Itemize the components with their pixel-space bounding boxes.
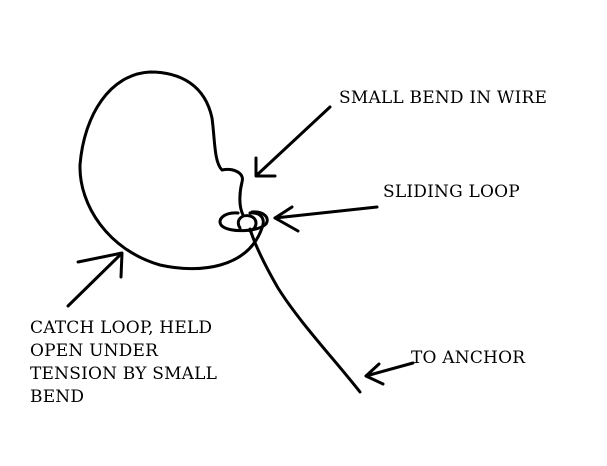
label-catch-loop-line-4: BEND xyxy=(30,387,85,407)
catch-loop-wire xyxy=(78,70,265,271)
label-catch-loop-line-3: TENSION BY SMALL xyxy=(30,364,218,384)
label-to-anchor: TO ANCHOR xyxy=(411,348,526,368)
sliding-loop-wire xyxy=(218,210,269,233)
label-small-bend: SMALL BEND IN WIRE xyxy=(339,88,548,108)
anchor-wire xyxy=(248,227,362,394)
label-catch-loop-line-1: CATCH LOOP, HELD xyxy=(30,318,213,338)
arrow-small-bend xyxy=(254,105,332,178)
arrow-to-anchor xyxy=(364,361,415,386)
label-catch-loop: CATCH LOOP, HELD OPEN UNDER TENSION BY S… xyxy=(30,317,217,409)
label-catch-loop-line-2: OPEN UNDER xyxy=(30,341,159,361)
arrow-catch-loop xyxy=(66,251,124,308)
arrow-sliding-loop xyxy=(273,205,379,233)
label-sliding-loop: SLIDING LOOP xyxy=(383,182,520,202)
sliding-loop-inner xyxy=(236,214,258,233)
